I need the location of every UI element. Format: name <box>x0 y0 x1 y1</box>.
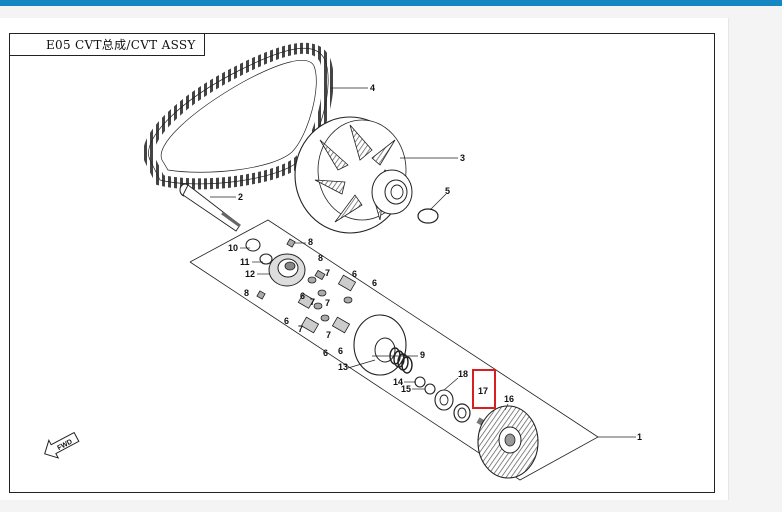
spacer-ring <box>414 376 426 388</box>
callout-17: 17 <box>478 386 488 396</box>
callout-2: 2 <box>238 192 243 202</box>
callout-12: 12 <box>245 269 255 279</box>
callout-7d: 7 <box>298 324 303 334</box>
diagram-title: E05 CVT总成/CVT ASSY <box>10 34 205 56</box>
callout-15: 15 <box>401 384 411 394</box>
callout-3: 3 <box>460 153 465 163</box>
washer <box>259 253 273 265</box>
clutch-bolt <box>179 183 241 232</box>
callout-5: 5 <box>445 186 450 196</box>
callout-8a: 8 <box>308 237 313 247</box>
spacer-ring-2 <box>424 383 436 395</box>
diagram-frame: E05 CVT总成/CVT ASSY <box>9 33 715 493</box>
callout-9: 9 <box>420 350 425 360</box>
callout-13: 13 <box>338 362 348 372</box>
panel-divider <box>728 18 729 500</box>
drive-belt <box>143 42 334 190</box>
callout-6a: 6 <box>352 269 357 279</box>
fixed-sheave <box>476 405 539 479</box>
callout-6f: 6 <box>323 348 328 358</box>
callout-10: 10 <box>228 243 238 253</box>
callout-6e: 6 <box>338 346 343 356</box>
roller-weights <box>256 238 357 334</box>
bearing <box>453 403 471 423</box>
callout-14: 14 <box>393 377 403 387</box>
callout-labels: 1 2 3 4 5 6 6 6 6 6 6 7 7 7 7 7 8 8 8 9 … <box>228 83 642 442</box>
driven-clutch <box>294 116 413 234</box>
callout-7c: 7 <box>325 298 330 308</box>
callout-6b: 6 <box>372 278 377 288</box>
o-ring <box>417 208 439 224</box>
clutch-spring <box>389 347 413 374</box>
callout-18: 18 <box>458 369 468 379</box>
callout-7b: 7 <box>310 297 315 307</box>
bushing <box>434 389 454 411</box>
leader-lines <box>210 87 636 438</box>
spider-assembly <box>268 253 306 287</box>
callout-4: 4 <box>370 83 375 93</box>
callout-1: 1 <box>637 432 642 442</box>
callout-7a: 7 <box>325 268 330 278</box>
callout-6c: 6 <box>300 291 305 301</box>
highlight-box-17[interactable] <box>472 369 496 409</box>
fwd-arrow-icon: FWD <box>44 431 80 459</box>
diagram-panel: E05 CVT总成/CVT ASSY <box>0 18 728 500</box>
callout-11: 11 <box>240 257 250 267</box>
callout-6d: 6 <box>284 316 289 326</box>
top-accent-bar <box>0 0 782 6</box>
callout-7e: 7 <box>326 330 331 340</box>
callout-8c: 8 <box>244 288 249 298</box>
spider-cap <box>245 238 261 252</box>
callout-8b: 8 <box>318 253 323 263</box>
callout-16: 16 <box>504 394 514 404</box>
